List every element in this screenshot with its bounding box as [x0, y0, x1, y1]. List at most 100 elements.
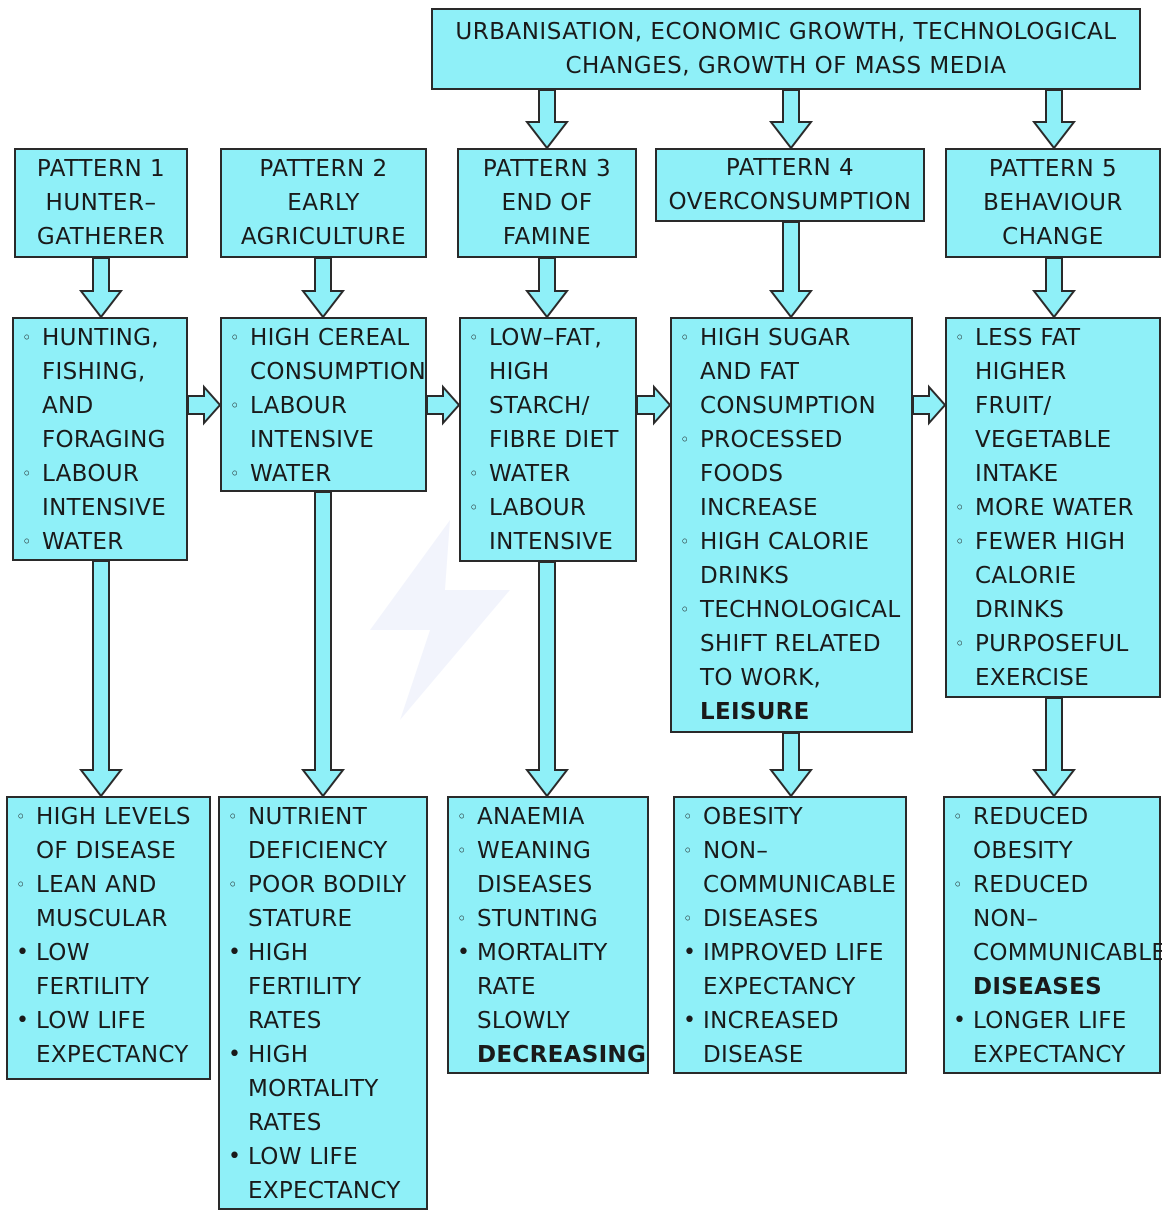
- pattern-4-outcomes-box: OBESITYNON–COMMUNICABLEDISEASESIMPROVED …: [673, 796, 907, 1074]
- pattern-4-title-box: PATTERN 4 OVERCONSUMPTION: [655, 148, 925, 222]
- diet-item: HIGH CEREAL CONSUMPTION: [222, 321, 426, 389]
- item-line: LESS FAT: [975, 325, 1081, 351]
- item-line: INTAKE: [975, 461, 1059, 487]
- item-line: MUSCULAR: [36, 906, 168, 932]
- pattern-1-title-line: PATTERN 1: [36, 156, 166, 182]
- arrow-drivers-to-pattern-4: [768, 89, 814, 150]
- item-line: DEFICIENCY: [248, 838, 388, 864]
- item-line: PROCESSED: [700, 427, 843, 453]
- arrow-pattern-3-down: [524, 257, 570, 319]
- item-line: INCREASED: [703, 1008, 839, 1034]
- item-line: ANAEMIA: [477, 804, 585, 830]
- diet-item: PROCESSED FOODS INCREASE: [672, 423, 911, 525]
- item-line: VEGETABLE: [975, 427, 1112, 453]
- item-line: LOW–FAT,: [489, 325, 603, 351]
- arrow-pattern-5-outcomes: [1031, 697, 1077, 798]
- item-line: NUTRIENT: [248, 804, 368, 830]
- arrow-pattern-3-outcomes: [524, 561, 570, 798]
- item-line: INCREASE: [700, 495, 818, 521]
- item-line: IMPROVED LIFE: [703, 940, 884, 966]
- item-line: COMMUNICABLE: [703, 872, 897, 898]
- diet-item: WATER: [222, 457, 425, 491]
- arrow-drivers-to-pattern-3: [524, 89, 570, 150]
- item-line: LOW LIFE: [248, 1144, 358, 1170]
- diet-item: WATER: [14, 525, 186, 559]
- item-line: EXERCISE: [975, 665, 1090, 691]
- pattern-1-title-line: GATHERER: [36, 224, 166, 250]
- outcome-item: IMPROVED LIFE EXPECTANCY: [675, 936, 905, 1004]
- arrow-drivers-to-pattern-5: [1031, 89, 1077, 150]
- pattern-4-title-line: OVERCONSUMPTION: [668, 189, 912, 215]
- pattern-3-title-line: FAMINE: [502, 224, 592, 250]
- item-line: EXPECTANCY: [36, 1042, 189, 1068]
- diet-item: WATER: [461, 457, 635, 491]
- outcome-item: STUNTING: [449, 902, 647, 936]
- item-line: OF DISEASE: [36, 838, 177, 864]
- pattern-2-title-line: PATTERN 2: [259, 156, 388, 182]
- pattern-2-title-line: EARLY: [287, 190, 360, 216]
- item-line: REDUCED: [973, 872, 1089, 898]
- outcome-item: NUTRIENT DEFICIENCY: [220, 800, 426, 868]
- item-line: FIBRE DIET: [489, 427, 619, 453]
- pattern-5-title-line: PATTERN 5: [988, 156, 1118, 182]
- item-line: HIGH CEREAL: [250, 325, 410, 351]
- item-line: MORTALITY: [248, 1076, 379, 1102]
- pattern-5-title-line: CHANGE: [1002, 224, 1104, 250]
- item-line: TECHNOLOGICAL: [700, 597, 901, 623]
- item-line: MORE WATER: [975, 495, 1134, 521]
- item-line: STUNTING: [477, 906, 598, 932]
- item-line-bold: DISEASES: [973, 974, 1102, 1000]
- pattern-3-title-line: END OF: [501, 190, 593, 216]
- item-line: WATER: [250, 461, 332, 487]
- item-line: HIGH LEVELS: [36, 804, 191, 830]
- item-line: SHIFT RELATED: [700, 631, 881, 657]
- item-line: AND FAT: [700, 359, 800, 385]
- item-line: RATES: [248, 1008, 322, 1034]
- item-line: COMMUNICABLE: [973, 940, 1162, 966]
- arrow-pattern-4-to-5: [912, 384, 947, 426]
- outcome-item: INCREASED DISEASE: [675, 1004, 905, 1072]
- item-line: FOODS: [700, 461, 784, 487]
- item-line: DISEASES: [477, 872, 593, 898]
- item-line: CONSUMPTION: [250, 359, 426, 385]
- item-line: NON–: [973, 906, 1039, 932]
- item-line: CALORIE: [975, 563, 1077, 589]
- outcome-item: NON–COMMUNICABLE: [675, 834, 905, 902]
- item-line-bold: LEISURE: [700, 699, 810, 725]
- item-line: LABOUR: [42, 461, 140, 487]
- item-line: DISEASE: [703, 1042, 804, 1068]
- arrow-pattern-1-down: [78, 257, 124, 319]
- item-line: HIGHER: [975, 359, 1067, 385]
- item-line-bold: DECREASING: [477, 1042, 647, 1068]
- item-line: STARCH/: [489, 393, 590, 419]
- item-line: FERTILITY: [248, 974, 362, 1000]
- item-line: EXPECTANCY: [703, 974, 856, 1000]
- pattern-4-title-line: PATTERN 4: [725, 155, 855, 181]
- arrow-pattern-4-down: [768, 221, 814, 319]
